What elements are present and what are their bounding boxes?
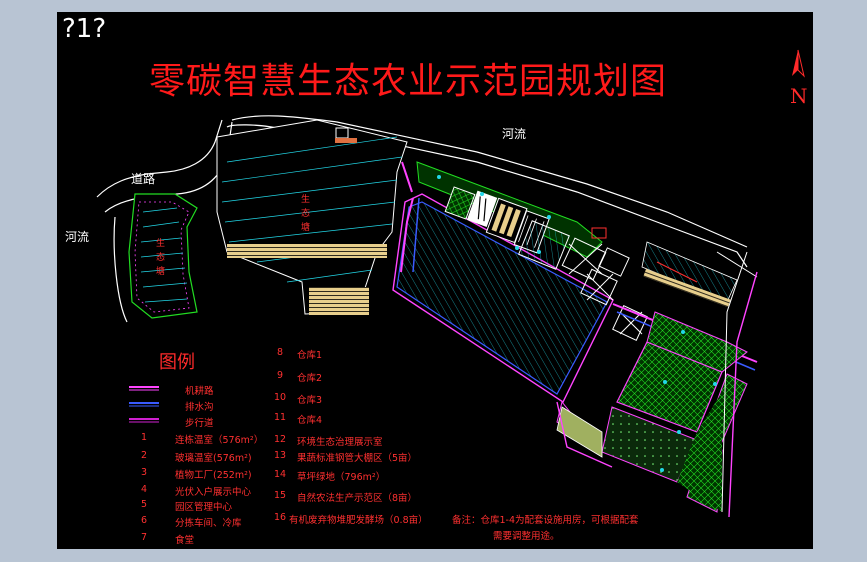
legend-item: 自然农法生产示范区（8亩）	[297, 493, 418, 504]
label-eco-center-2: 态	[301, 209, 311, 219]
legend-item: 植物工厂(252m²)	[175, 470, 252, 481]
legend-item: 玻璃温室(576m²)	[175, 453, 252, 464]
legend-num: 13	[274, 450, 287, 461]
legend-note-line1: 备注：仓库1-4为配套设施用房，可根据配套	[452, 515, 639, 526]
legend-num: 10	[274, 392, 287, 403]
legend-item: 仓库1	[297, 350, 323, 361]
legend-title: 图例	[159, 352, 195, 373]
legend-line-label: 步行道	[185, 418, 214, 429]
legend-num: 12	[274, 434, 287, 445]
label-river-left: 河流	[65, 230, 90, 244]
label-road: 道路	[131, 172, 156, 186]
north-label: N	[790, 84, 808, 108]
legend-line-swatches	[129, 386, 159, 423]
legend-num: 15	[274, 490, 287, 501]
legend-num: 4	[141, 484, 148, 495]
legend-item: 果蔬标准钢管大棚区（5亩）	[297, 453, 418, 464]
legend-item: 仓库4	[297, 415, 323, 426]
legend-num: 3	[141, 467, 148, 478]
label-eco-left-1: 生	[156, 239, 166, 249]
legend-num: 8	[277, 347, 284, 358]
legend-item: 草坪绿地（796m²）	[297, 472, 386, 483]
legend-item: 分拣车间、冷库	[175, 518, 242, 529]
legend-num: 5	[141, 499, 148, 510]
legend-item: 仓库3	[297, 395, 323, 406]
north-arrow-icon	[792, 49, 805, 78]
legend-num: 14	[274, 469, 287, 480]
eco-pond-center	[216, 119, 408, 315]
cad-canvas: ?1? 零碳智慧生态农业示范园规划图 N 河流 道路 河流 生 态 塘 生 态 …	[57, 12, 813, 549]
legend-item: 有机废弃物堆肥发酵场（0.8亩）	[289, 515, 428, 526]
legend-item: 仓库2	[297, 373, 323, 384]
label-eco-center-3: 塘	[301, 223, 311, 233]
label-river-top: 河流	[502, 127, 527, 141]
corner-label: ?1?	[62, 14, 107, 44]
legend-num: 9	[277, 370, 284, 381]
legend-num: 11	[274, 412, 287, 423]
main-site-area	[392, 161, 758, 518]
legend-item: 连栋温室（576m²）	[175, 435, 264, 446]
legend-num: 6	[141, 515, 148, 526]
legend-num: 7	[141, 532, 148, 543]
legend-num: 2	[141, 450, 148, 461]
legend-line-label: 机耕路	[185, 386, 214, 397]
legend-line-label: 排水沟	[185, 402, 214, 413]
legend-item: 食堂	[175, 535, 195, 546]
legend-num: 1	[141, 432, 148, 443]
legend-item: 光伏入户展示中心	[175, 487, 252, 498]
legend-num: 16	[274, 512, 287, 523]
eco-pond-left	[128, 193, 198, 319]
label-eco-center-1: 生	[301, 195, 311, 205]
label-eco-left-3: 塘	[156, 267, 166, 277]
label-eco-left-2: 态	[156, 253, 166, 263]
site-plan-map	[96, 49, 805, 518]
legend-item: 园区管理中心	[175, 502, 233, 513]
page-title: 零碳智慧生态农业示范园规划图	[149, 61, 668, 102]
legend-note-line2: 需要调整用途。	[493, 531, 560, 542]
legend-item: 环境生态治理展示室	[297, 437, 383, 448]
building-icon	[335, 127, 357, 143]
